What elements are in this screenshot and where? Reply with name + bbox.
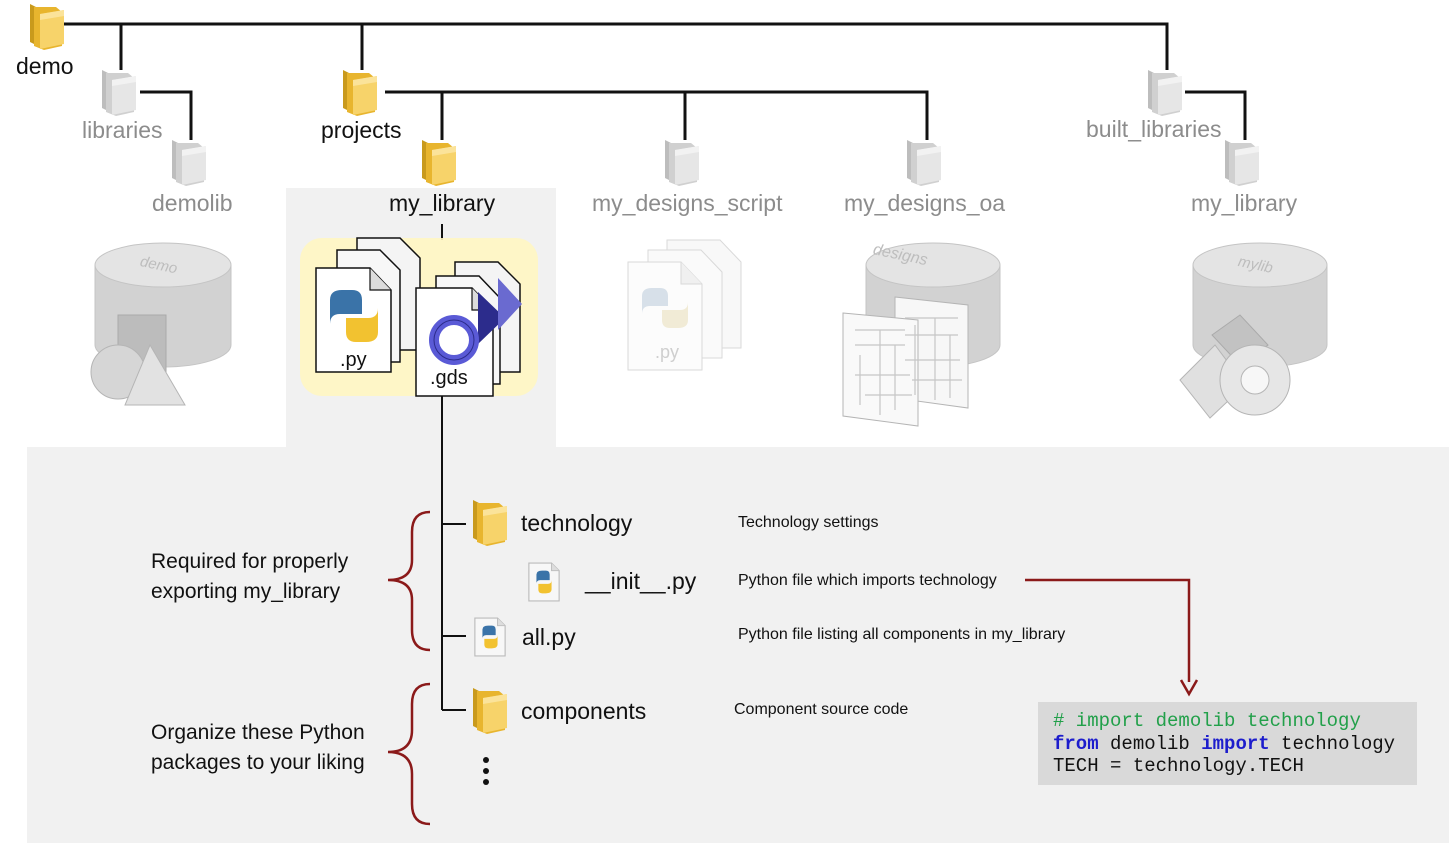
libraries-label: libraries bbox=[82, 117, 163, 143]
init-py-label: __init__.py bbox=[585, 568, 697, 594]
all-py-description: Python file listing all components in my… bbox=[738, 626, 1066, 643]
mylib-db-label: mylib bbox=[1237, 253, 1275, 277]
mylib-database-icon: mylib bbox=[1179, 242, 1328, 419]
demo-label: demo bbox=[16, 53, 74, 79]
my-library-folder-icon bbox=[422, 140, 456, 186]
designs-database-icon: designs bbox=[842, 241, 1001, 427]
technology-label: technology bbox=[521, 510, 633, 536]
built-libraries-folder-icon bbox=[1148, 70, 1182, 116]
organize-note: Organize these Python packages to your l… bbox=[151, 718, 365, 778]
init-py-description: Python file which imports technology bbox=[738, 572, 997, 589]
organize-note-line2: packages to your liking bbox=[151, 751, 365, 774]
built-my-library-label: my_library bbox=[1191, 190, 1298, 216]
all-py-icon bbox=[474, 617, 506, 657]
code-import-target: technology bbox=[1269, 732, 1396, 755]
required-note-line2: exporting my_library bbox=[151, 580, 341, 603]
organize-bracket bbox=[387, 682, 431, 826]
import-arrow bbox=[1025, 578, 1199, 697]
my-designs-script-folder-icon bbox=[665, 140, 699, 186]
required-bracket bbox=[387, 510, 431, 652]
code-comment-line: # import demolib technology bbox=[1053, 710, 1361, 732]
my-designs-oa-label: my_designs_oa bbox=[844, 190, 1006, 216]
py-ext: .py bbox=[340, 349, 367, 371]
script-py-files-icon: .py bbox=[627, 239, 742, 371]
components-folder-icon bbox=[473, 688, 507, 734]
components-description: Component source code bbox=[734, 701, 909, 718]
demolib-label: demolib bbox=[152, 190, 233, 216]
my-library-label: my_library bbox=[389, 190, 496, 216]
technology-description: Technology settings bbox=[738, 514, 879, 531]
init-py-icon bbox=[528, 562, 560, 602]
code-assign-line: TECH = technology.TECH bbox=[1053, 755, 1304, 777]
script-py-ext: .py bbox=[655, 342, 679, 362]
code-import-keyword: import bbox=[1201, 732, 1270, 755]
technology-folder-icon bbox=[473, 500, 507, 546]
demo-folder-icon bbox=[30, 4, 64, 50]
gds-ext: .gds bbox=[430, 367, 468, 389]
my-designs-script-label: my_designs_script bbox=[592, 190, 783, 216]
projects-folder-icon bbox=[343, 70, 377, 116]
required-note-line1: Required for properly bbox=[151, 550, 349, 573]
code-module: demolib bbox=[1098, 732, 1202, 755]
all-py-label: all.py bbox=[522, 624, 576, 650]
code-from-keyword: from bbox=[1053, 732, 1099, 755]
built-libraries-label: built_libraries bbox=[1086, 116, 1222, 142]
my-designs-oa-folder-icon bbox=[907, 140, 941, 186]
organize-note-line1: Organize these Python bbox=[151, 721, 365, 744]
projects-label: projects bbox=[321, 117, 402, 143]
more-items-ellipsis-icon bbox=[483, 757, 489, 785]
code-import-line: from demolib import technology bbox=[1053, 733, 1417, 756]
demolib-folder-icon bbox=[172, 140, 206, 186]
built-my-library-folder-icon bbox=[1225, 140, 1259, 186]
my-library-files-icon: .py .gds bbox=[300, 237, 538, 397]
demolib-database-icon: demo bbox=[90, 242, 232, 406]
required-note: Required for properly exporting my_libra… bbox=[151, 547, 348, 607]
libraries-folder-icon bbox=[102, 70, 136, 116]
components-label: components bbox=[521, 698, 647, 724]
